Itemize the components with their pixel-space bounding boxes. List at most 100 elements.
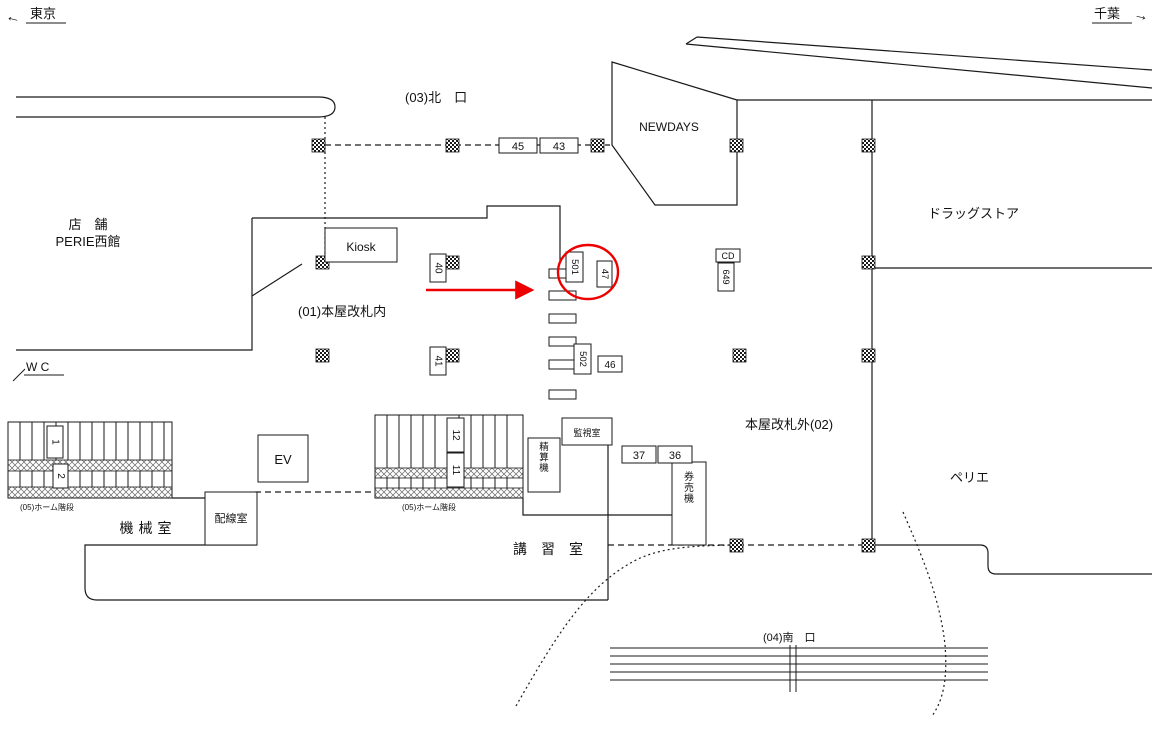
pillar (729, 538, 744, 553)
pillar (311, 138, 326, 153)
platform-stairs-mid: 12 11 (374, 414, 524, 499)
ad-unit-40-label: 40 (433, 262, 444, 274)
label-inside-gate: (01)本屋改札内 (298, 304, 386, 319)
ad-unit-36-box (657, 445, 693, 464)
label-shop-line1: 店 舗 (68, 217, 107, 232)
dotted-path-left (515, 544, 733, 707)
stairs-hatch-band (7, 486, 173, 499)
label-stairs-mid: (05)ホーム階段 (402, 502, 456, 512)
arrow-left-icon: ← (4, 7, 23, 27)
ticket-gate (548, 336, 577, 347)
ad-unit-47-box (596, 260, 613, 288)
labels: 東京 ← 千葉 → (03)北 口 NEWDAYS ドラッグストア 店 舗 PE… (4, 5, 1151, 644)
wall-above-kiosk (252, 205, 561, 262)
pillar (729, 138, 744, 153)
rooms (204, 227, 707, 546)
ad-unit-1-box (46, 425, 64, 459)
ad-unit-37-label: 37 (633, 450, 645, 462)
ad-unit-502-label: 502 (577, 351, 588, 367)
ad-unit-41-label: 41 (433, 355, 444, 367)
platform-stairs-left: 1 2 (7, 421, 173, 499)
lecture-room-top-wall (522, 498, 608, 516)
arrow-right-icon: → (1132, 5, 1151, 25)
ad-unit-37-box (621, 445, 657, 464)
pillar (445, 348, 460, 363)
label-south-exit: (04)南 口 (763, 631, 816, 644)
ad-unit-501-box (565, 251, 584, 283)
walls (12, 36, 1153, 717)
fare-machine-box (527, 437, 561, 493)
label-machine-room: 機械室 (120, 520, 177, 536)
pillar (590, 138, 605, 153)
ad-unit-11-label: 11 (450, 465, 461, 476)
bottom-outline (84, 544, 608, 601)
ad-unit-2-box (52, 463, 69, 489)
label-elevator: EV (274, 452, 292, 467)
kiosk-box (324, 227, 398, 263)
label-kiosk: Kiosk (346, 240, 376, 254)
ticket-gates (548, 268, 577, 400)
pillar (445, 255, 460, 270)
ticket-gate (548, 359, 577, 370)
elevator-box (257, 434, 309, 483)
ad-unit-cd-box (715, 248, 741, 263)
label-north-exit: (03)北 口 (405, 90, 467, 105)
ad-unit-11-box (446, 452, 465, 488)
ad-unit-12-label: 12 (450, 429, 461, 441)
label-ticket-machine: 券売機 (684, 470, 694, 505)
south-exit-stairs-lines (610, 645, 988, 692)
label-stairs-left: (05)ホーム階段 (20, 502, 74, 512)
pillar (732, 348, 747, 363)
shop-boundary-wall (16, 218, 253, 351)
ad-unit-502-box (573, 343, 592, 375)
bottom-right-outline (872, 544, 1152, 575)
ad-unit-41-box (429, 346, 447, 376)
ad-unit-1-label: 1 (50, 439, 61, 445)
ad-unit-36-label: 36 (669, 450, 681, 462)
direction-left-label: 東京 (30, 6, 56, 21)
ad-unit-2-label: 2 (55, 473, 66, 479)
stairs-steps (19, 422, 165, 460)
highlight-annotation (426, 243, 620, 301)
pillar (445, 138, 460, 153)
label-perie: ペリエ (950, 470, 989, 485)
wiring-room-box (204, 491, 258, 546)
label-wiring-room: 配線室 (215, 511, 248, 525)
shop-door-diagonal (251, 263, 303, 297)
ticket-gate (548, 389, 577, 400)
label-shop-line2: PERIE西館 (55, 234, 120, 249)
label-outside-gate: 本屋改札外(02) (745, 417, 833, 432)
ticket-gate (548, 290, 577, 301)
ad-unit-40-box (429, 253, 447, 283)
ticket-machine-box (671, 461, 707, 546)
pillar (861, 538, 876, 553)
ad-unit-43-label: 43 (553, 141, 565, 153)
ad-unit-46-label: 46 (604, 360, 616, 371)
pillar (315, 348, 330, 363)
ad-unit-46-box (597, 355, 623, 373)
ad-unit-47-label: 47 (599, 269, 610, 280)
label-monitor-room: 監視室 (573, 427, 600, 438)
label-fare-machine: 精算機 (539, 441, 549, 474)
ad-unit-45-label: 45 (512, 141, 524, 153)
ad-unit-501-label: 501 (569, 259, 580, 275)
highlight-circle (556, 243, 620, 301)
ad-unit-649-box (717, 262, 735, 292)
newdays-outline (611, 61, 738, 206)
pillar (861, 255, 876, 270)
label-wc: W C (26, 360, 50, 374)
ad-units: 45 43 40 41 501 47 502 46 CD 649 37 36 (429, 137, 741, 464)
stairs-hatch-band (7, 459, 173, 472)
ad-unit-43-box (539, 137, 579, 154)
pillar (861, 348, 876, 363)
ad-unit-12-box (446, 417, 465, 453)
monitor-room-box (561, 417, 613, 446)
pillars (311, 138, 876, 553)
dotted-path-right (902, 511, 947, 717)
wc-marks (12, 368, 64, 382)
overpass-diagonals (685, 36, 1153, 89)
label-drugstore: ドラッグストア (928, 206, 1019, 221)
stairs-hatch-band (374, 487, 524, 499)
